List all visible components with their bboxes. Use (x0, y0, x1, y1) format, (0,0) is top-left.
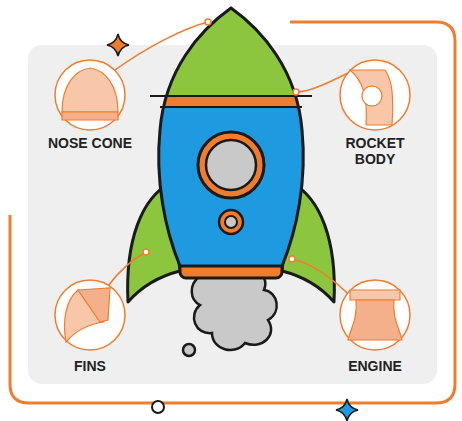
hull-outline (159, 8, 304, 266)
window (206, 140, 256, 190)
window-ring (198, 132, 264, 198)
seam (160, 106, 302, 108)
seam (150, 95, 312, 97)
leader-dot (143, 19, 299, 262)
callout-circle (55, 60, 410, 350)
part-label: NOSE CONE (45, 135, 135, 151)
part-label: FINS (45, 358, 135, 374)
part-label: ROCKET BODY (330, 135, 420, 167)
callout-icon (62, 68, 402, 342)
panel (28, 45, 437, 384)
part-label: ENGINE (330, 358, 420, 374)
exhaust-smoke (183, 274, 277, 356)
star (336, 399, 358, 421)
star (107, 34, 129, 56)
nose-cone (159, 8, 304, 100)
rocket-body (159, 8, 304, 266)
leader-line (108, 22, 352, 298)
porthole (225, 216, 237, 228)
porthole (219, 210, 243, 234)
smoke-puff (152, 401, 164, 413)
collar-band (159, 96, 304, 107)
